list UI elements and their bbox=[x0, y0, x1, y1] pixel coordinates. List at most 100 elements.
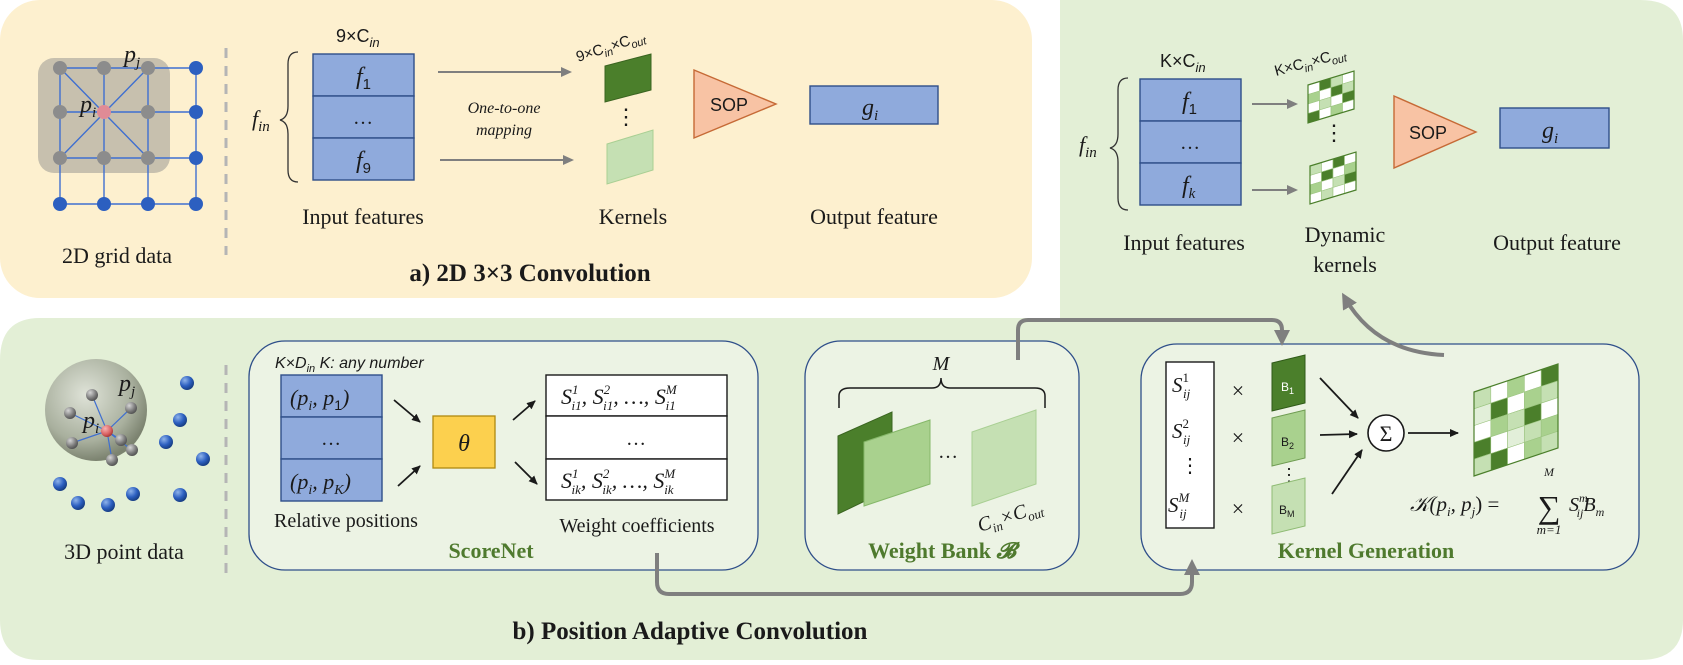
caption-kernels: Kernels bbox=[599, 204, 667, 229]
panel-a-title: a) 2D 3×3 Convolution bbox=[409, 260, 650, 287]
kernel-formula-sum-top: M bbox=[1543, 465, 1555, 479]
scorenet-title: ScoreNet bbox=[448, 538, 534, 563]
caption-input-features: Input features bbox=[302, 204, 424, 229]
b1-kernel bbox=[1271, 354, 1306, 412]
b2-label: B2 bbox=[1281, 435, 1294, 451]
fin-label: fin bbox=[252, 106, 270, 135]
arrow-b2-to-sum bbox=[1319, 430, 1358, 439]
theta-label: θ bbox=[458, 431, 470, 457]
weight-bank-title: Weight Bank 𝓑 bbox=[868, 538, 1020, 563]
weight-bank-brace bbox=[838, 377, 1046, 408]
kernel-generation-box bbox=[1140, 343, 1640, 571]
tr-stack-row-1: f1 bbox=[1182, 89, 1197, 118]
position-row-3: (pi, pK) bbox=[290, 469, 351, 498]
panel-b-title: b) Position Adaptive Convolution bbox=[513, 618, 868, 645]
b1-label: B1 bbox=[1281, 380, 1294, 396]
weight-bank-kernel-2 bbox=[863, 419, 931, 507]
position-row-1: (pi, p1) bbox=[290, 385, 349, 414]
tr-output-feature-box bbox=[1499, 107, 1610, 149]
panel-top-right: fin K×Cin f1 … fk K×Cin×Cout ⋮ SOP gi In… bbox=[1079, 48, 1621, 277]
sum-symbol: Σ bbox=[1380, 421, 1393, 446]
sop-triangle bbox=[693, 68, 778, 140]
point-pi-label: p bbox=[81, 408, 95, 434]
mapping-label-line2: mapping bbox=[476, 122, 532, 139]
grid-data-figure: pi pj bbox=[38, 42, 203, 211]
point-caption: 3D point data bbox=[64, 539, 184, 564]
arrow-b1-to-sum bbox=[1319, 377, 1359, 419]
relative-positions-stack: (pi, p1) … (pi, pK) bbox=[280, 374, 383, 502]
kernel-light bbox=[606, 129, 654, 185]
point-cloud-figure: pi pj bbox=[45, 359, 210, 512]
kernel-dark bbox=[604, 53, 652, 103]
tr-output-label: gi bbox=[1542, 118, 1558, 147]
grid-caption: 2D grid data bbox=[62, 243, 172, 268]
b2-kernel bbox=[1271, 409, 1306, 467]
stack-row-1: f1 bbox=[356, 64, 371, 93]
weight-bank-dots: … bbox=[938, 441, 958, 463]
mapping-label-line1: One-to-one bbox=[468, 100, 541, 117]
weight-bank-m-label: M bbox=[932, 353, 951, 375]
grid-pi-label: p bbox=[78, 92, 92, 118]
tr-stack-row-2: … bbox=[1180, 132, 1200, 154]
svg-text:pi: pi bbox=[81, 408, 99, 437]
b-vdots: ⋮ bbox=[1280, 465, 1298, 485]
output-label: gi bbox=[862, 95, 878, 124]
kernel-outline bbox=[1307, 70, 1355, 124]
arrow-positions-to-theta-top bbox=[393, 399, 421, 423]
sum-circle bbox=[1367, 414, 1405, 452]
stack-row-2: … bbox=[353, 107, 373, 129]
arrow-theta-to-coef-top bbox=[512, 400, 536, 421]
stack-row-3: f9 bbox=[356, 148, 371, 177]
position-row-2: … bbox=[321, 428, 341, 450]
bm-label: BM bbox=[1279, 503, 1295, 519]
tr-stack-header: K×Cin bbox=[1160, 51, 1206, 75]
stack-header: 9×Cin bbox=[336, 26, 380, 50]
tr-caption-output-feature: Output feature bbox=[1493, 230, 1621, 255]
kernel-formula-sum-bottom: m=1 bbox=[1537, 522, 1562, 537]
weight-bank-kernel-m bbox=[971, 409, 1037, 507]
dynamic-kernel-bottom bbox=[1309, 151, 1357, 205]
bm-kernel bbox=[1271, 477, 1306, 535]
kernel-formula-sum: ∑ bbox=[1538, 489, 1561, 525]
tr-stack-row-3: fk bbox=[1182, 173, 1196, 202]
tr-caption-kernels-line2: kernels bbox=[1313, 252, 1377, 277]
caption-relative-positions: Relative positions bbox=[274, 510, 418, 532]
arrow-theta-to-coef-bottom bbox=[514, 461, 538, 485]
panel-b: pi pj 3D point data K×Din K: any number … bbox=[45, 292, 1640, 645]
times-3: × bbox=[1232, 496, 1244, 521]
tr-sop-label: SOP bbox=[1409, 123, 1447, 143]
tr-caption-input-features: Input features bbox=[1123, 230, 1245, 255]
tr-kernel-vdots: ⋮ bbox=[1323, 120, 1345, 145]
panel-a: pi pj 2D grid data fin 9×Cin f1 … f9 One… bbox=[38, 26, 939, 287]
output-feature-box bbox=[809, 85, 939, 125]
kernel-vdots: ⋮ bbox=[615, 104, 637, 129]
arrow-bm-to-sum bbox=[1331, 449, 1363, 495]
caption-output-feature: Output feature bbox=[810, 204, 938, 229]
point-pj-label: p bbox=[117, 371, 131, 397]
panel-a-background bbox=[0, 0, 1032, 298]
arrow-weight-bank-to-kernel-gen bbox=[1016, 318, 1290, 360]
kernel-generation-title: Kernel Generation bbox=[1278, 538, 1455, 563]
arrow-scorenet-to-kernel-gen bbox=[655, 553, 1200, 596]
theta-box bbox=[432, 415, 496, 469]
arrow-kernel-to-dynamic-kernels bbox=[1342, 292, 1445, 357]
times-1: × bbox=[1232, 378, 1244, 403]
kernel-header: 9×Cin×Cout bbox=[574, 27, 649, 68]
scorenet-header: K×Din K: any number bbox=[275, 355, 424, 375]
kernel-outline bbox=[1473, 363, 1559, 477]
tr-sop-triangle bbox=[1393, 94, 1478, 170]
s-column-box bbox=[1165, 361, 1215, 529]
svg-text:pj: pj bbox=[122, 42, 140, 71]
kernel-outline bbox=[1309, 151, 1357, 205]
kernel-formula-lhs: 𝒦(pi, pj) = bbox=[1410, 492, 1499, 519]
input-feature-stack: f1 … f9 bbox=[312, 53, 415, 181]
tr-fin-brace bbox=[1109, 77, 1129, 211]
s-vdots: ⋮ bbox=[1180, 455, 1200, 477]
